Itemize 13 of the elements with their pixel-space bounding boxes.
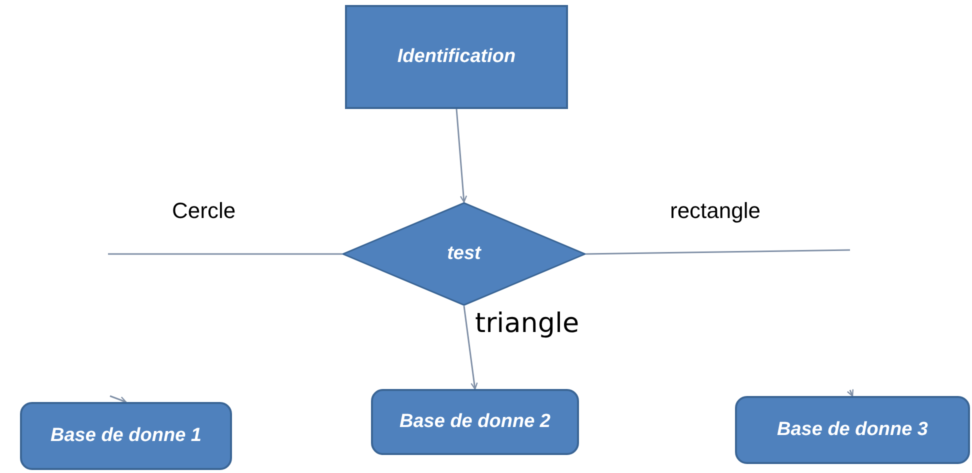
process-box: Base de donne 2 bbox=[371, 389, 579, 455]
connector-line bbox=[108, 253, 342, 255]
process-box: Base de donne 1 bbox=[20, 402, 232, 470]
connector-line bbox=[456, 108, 468, 203]
arrowhead bbox=[110, 395, 127, 404]
decision-diamond: test bbox=[342, 202, 586, 306]
connector-line bbox=[463, 306, 478, 390]
process-box: Identification bbox=[345, 5, 568, 109]
edge-label: rectangle bbox=[670, 200, 761, 222]
process-box: Base de donne 3 bbox=[735, 396, 970, 464]
connector-line bbox=[586, 249, 850, 255]
edge-label: triangle bbox=[475, 310, 580, 337]
arrowhead bbox=[846, 388, 854, 397]
